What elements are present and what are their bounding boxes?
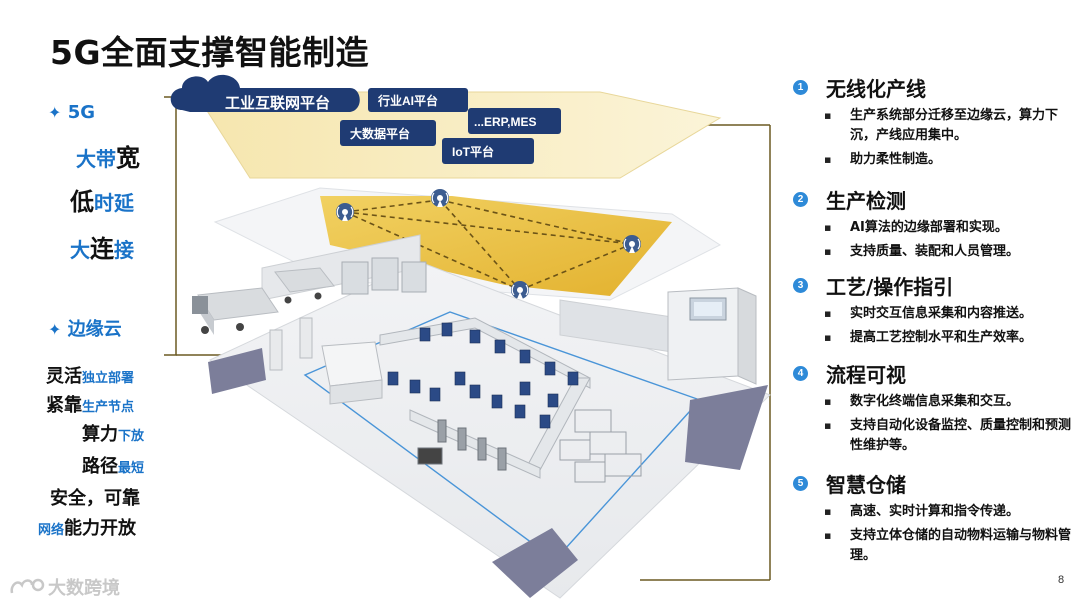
number-badge: 5 [793, 475, 808, 491]
fiveg-bandwidth: 大带宽 [76, 144, 140, 172]
platform-industrial: 工业互联网平台 [225, 94, 330, 112]
number-badge: 4 [793, 365, 808, 381]
list-item: 实时交互信息采集和内容推送。 [788, 304, 1073, 324]
corner-block-left [208, 348, 266, 394]
page-title: 5G全面支撑智能制造 [50, 33, 370, 72]
antenna-icon [511, 281, 529, 299]
number-badge: 2 [793, 191, 808, 207]
fiveg-latency: 低时延 [70, 188, 134, 216]
list-item: 支持自动化设备监控、质量控制和预测性维护等。 [788, 416, 1073, 456]
platform-iot: IoT平台 [452, 144, 494, 159]
edge-open: 网络能力开放 [38, 518, 137, 539]
list-item: 数字化终端信息采集和交互。 [788, 392, 1073, 412]
edge-flexible: 灵活独立部署 [46, 366, 135, 387]
storage-racks [341, 257, 427, 295]
robot-arms [417, 419, 507, 471]
brand-logo-icon [10, 578, 45, 594]
fiveg-heading: ✦ 5G [48, 102, 95, 123]
blue-machines [387, 322, 579, 429]
list-item: 支持质量、装配和人员管理。 [788, 242, 1073, 262]
corner-block-right [685, 385, 768, 470]
list-item: AI算法的边缘部署和实现。 [788, 218, 1073, 238]
platform-bigdata: 大数据平台 [350, 126, 410, 141]
edge-safe: 安全，可靠 [50, 488, 140, 509]
workstations [559, 409, 642, 483]
platform-erp: ...ERP,MES [474, 115, 536, 129]
list-item: 支持立体仓储的自动物料运输与物料管理。 [788, 526, 1073, 566]
office-block [269, 317, 383, 405]
list-item: 高速、实时计算和指令传递。 [788, 502, 1073, 522]
edge-compute: 算力下放 [82, 424, 145, 445]
section-process-guidance: 3工艺/操作指引 实时交互信息采集和内容推送。 提高工艺控制水平和生产效率。 [788, 270, 1073, 348]
platform-ai: 行业AI平台 [377, 93, 438, 108]
antenna-icon [431, 189, 449, 207]
cloud-icon [170, 74, 360, 112]
list-item: 提高工艺控制水平和生产效率。 [788, 328, 1073, 348]
edge-path: 路径最短 [82, 456, 145, 477]
trucks [192, 267, 335, 335]
list-item: 助力柔性制造。 [788, 150, 1073, 170]
number-badge: 3 [793, 277, 808, 293]
antenna-icon [336, 203, 354, 221]
wireless-links [344, 199, 633, 291]
platform-boxes: 工业互联网平台 行业AI平台 ...ERP,MES 大数据平台 IoT平台 [225, 88, 561, 164]
edge-cloud-heading: ✦ 边缘云 [48, 319, 122, 340]
list-item: 生产系统部分迁移至边缘云，算力下沉，产线应用集中。 [788, 106, 1073, 146]
brand-name: 大数跨境 [48, 578, 120, 599]
number-badge: 1 [793, 79, 808, 95]
sparkle-icon: ✦ [48, 320, 62, 339]
fiveg-connections: 大连接 [70, 235, 134, 263]
control-room [667, 287, 757, 385]
platform-layer [194, 91, 722, 179]
antenna-icon [623, 235, 641, 253]
corner-block-bottom [492, 528, 578, 598]
brand-logo: 大数跨境 [8, 574, 120, 600]
production-line [379, 317, 591, 479]
left-feature-list: ✦ 5G 大带宽 低时延 大连接 ✦ 边缘云 灵活独立部署 紧靠生产节点 算力下… [0, 0, 170, 608]
page-number: 8 [1058, 574, 1065, 586]
sparkle-icon: ✦ [48, 103, 62, 122]
coverage-area [320, 196, 672, 296]
edge-close: 紧靠生产节点 [46, 395, 135, 416]
